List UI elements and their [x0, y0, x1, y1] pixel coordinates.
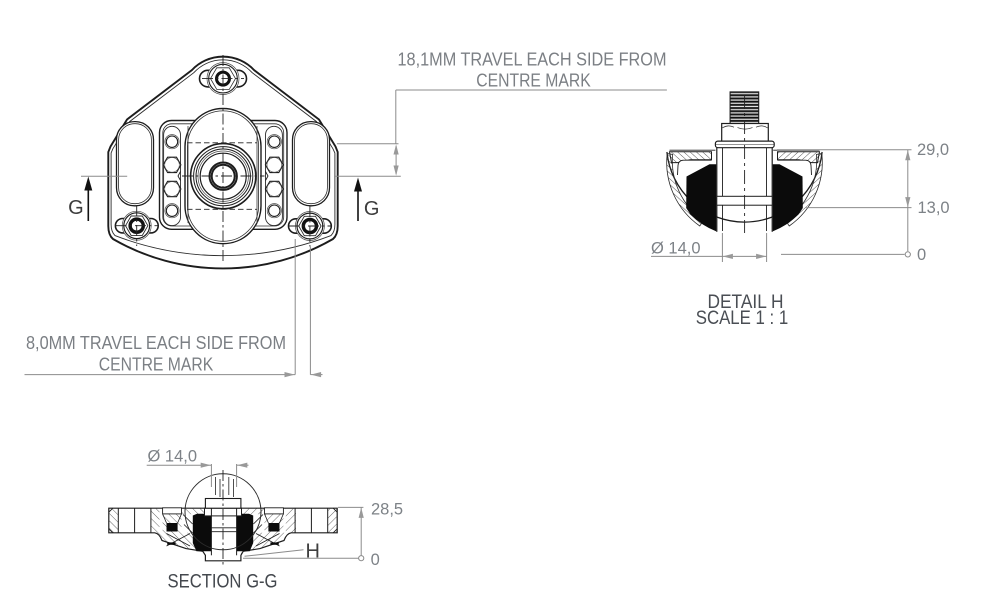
svg-text:18,1MM TRAVEL EACH SIDE FROM: 18,1MM TRAVEL EACH SIDE FROM	[398, 49, 667, 70]
svg-text:SCALE 1 : 1: SCALE 1 : 1	[696, 308, 789, 329]
svg-text:0: 0	[917, 246, 926, 264]
svg-text:Ø 14,0: Ø 14,0	[148, 448, 198, 466]
svg-text:CENTRE MARK: CENTRE MARK	[476, 70, 591, 91]
svg-text:13,0: 13,0	[918, 199, 950, 217]
svg-text:0: 0	[371, 551, 380, 569]
svg-text:28,5: 28,5	[371, 500, 403, 518]
svg-text:G: G	[68, 197, 84, 219]
svg-text:8,0MM TRAVEL EACH SIDE FROM: 8,0MM TRAVEL EACH SIDE FROM	[26, 332, 286, 353]
svg-text:SECTION G-G: SECTION G-G	[168, 571, 278, 592]
svg-text:G: G	[364, 198, 380, 220]
svg-text:H: H	[306, 541, 320, 563]
svg-text:29,0: 29,0	[917, 141, 949, 159]
svg-text:CENTRE MARK: CENTRE MARK	[99, 354, 214, 375]
svg-text:Ø 14,0: Ø 14,0	[651, 240, 701, 258]
svg-text:DETAIL H: DETAIL H	[708, 292, 784, 313]
